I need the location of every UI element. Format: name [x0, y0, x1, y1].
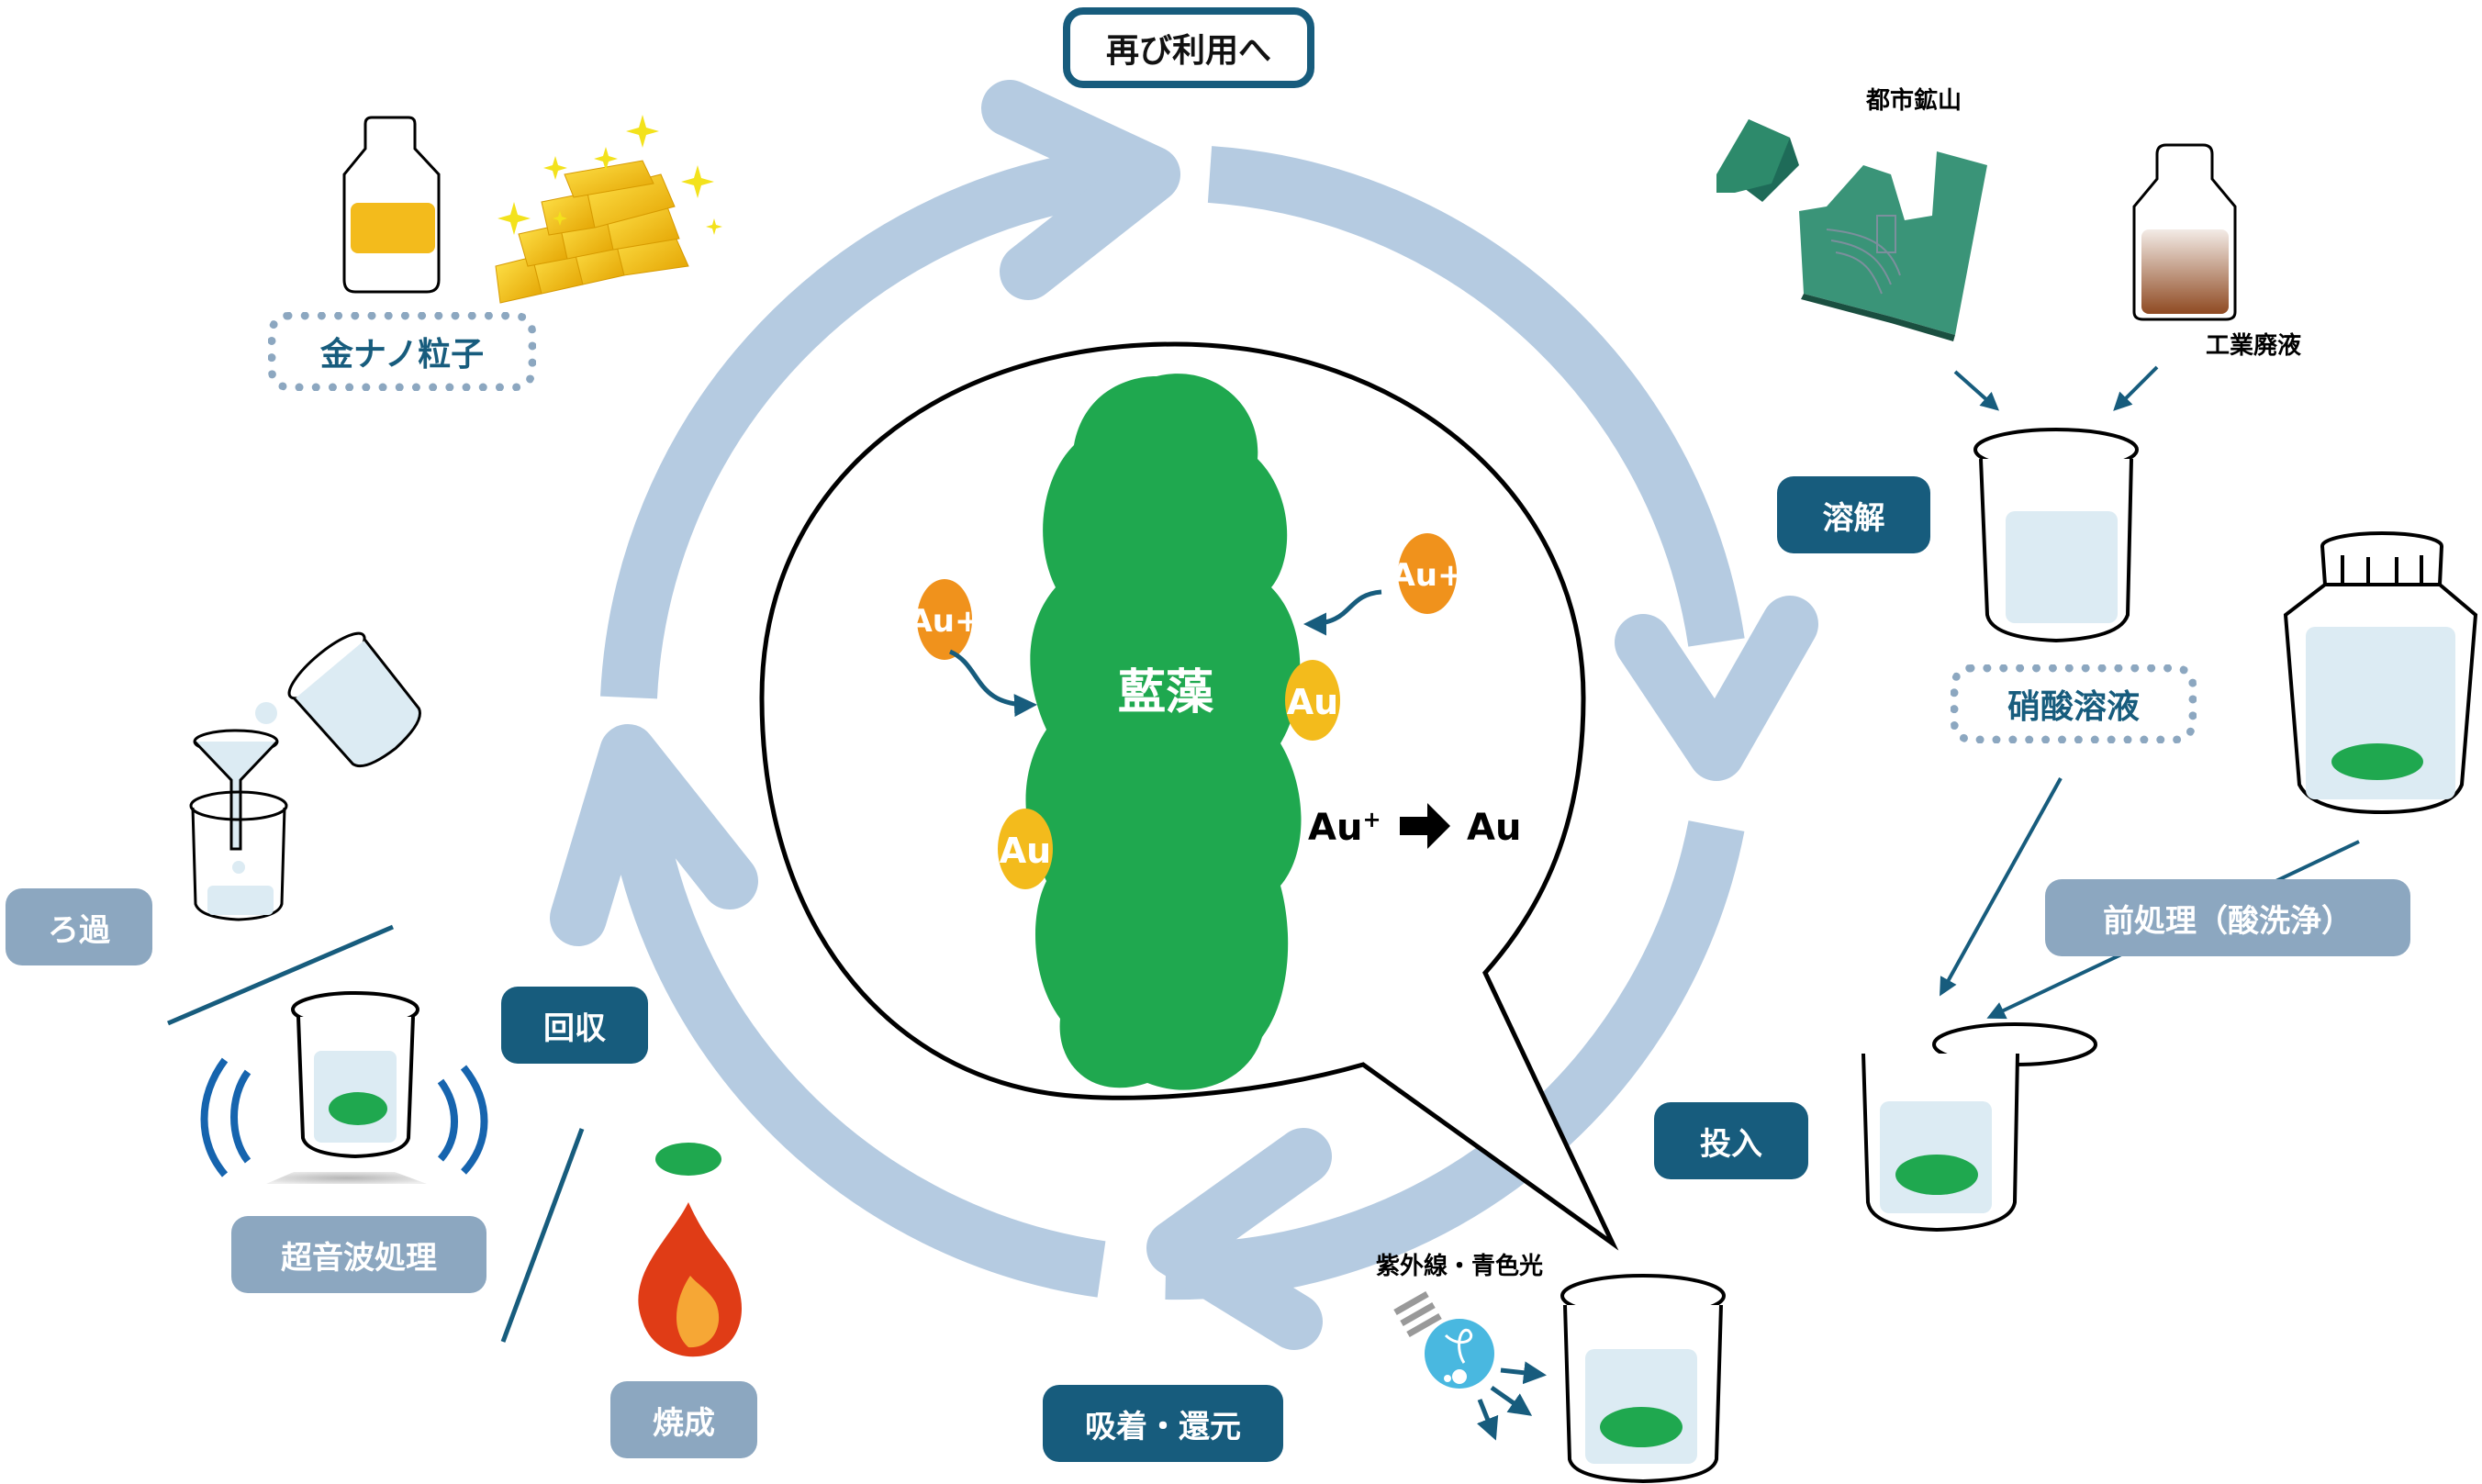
flame-icon	[638, 1202, 742, 1357]
svg-text:Au+: Au+	[1391, 557, 1463, 594]
sparkles-icon	[498, 115, 722, 235]
reaction-equation: Au+ Au	[1308, 803, 1521, 849]
algae-piece-icon	[655, 1143, 721, 1176]
ion-arrow-right	[1303, 589, 1382, 636]
svg-text:Au+: Au+	[1308, 807, 1381, 849]
waste-liquid-bottle-icon	[2132, 143, 2237, 321]
arrowhead-right	[1615, 596, 1818, 781]
input-beaker-icon	[1862, 1022, 2097, 1233]
gold-bars-icon	[495, 160, 689, 304]
step-filter: ろ過	[6, 888, 152, 965]
step-pretreatment: 前処理（酸洗浄）	[2045, 879, 2410, 956]
divider-filter-ultrasonic	[167, 924, 394, 1026]
gold-ion-left: Au+	[908, 579, 981, 660]
step-recover: 回収	[501, 987, 648, 1064]
ultrasonic-beaker-icon	[266, 991, 427, 1184]
arrow-pcb-to-beaker	[1953, 370, 1999, 411]
reaction-beaker-icon	[1560, 1274, 1726, 1484]
ion-arrow-left	[948, 649, 1037, 718]
svg-text:Au: Au	[1467, 807, 1521, 849]
arrow-solution-to-input	[1940, 777, 2063, 997]
step-calcine: 焼成	[610, 1381, 757, 1458]
svg-text:Au: Au	[1287, 682, 1338, 722]
ring-arrowheads	[550, 80, 1818, 1350]
nitric-solution-label: 硝酸溶液	[1951, 664, 2197, 743]
light-source-label: 紫外線・青色光	[1376, 1252, 1543, 1280]
nitric-acid-beaker-icon	[1973, 428, 2139, 643]
gold-particle-left: Au	[998, 809, 1053, 889]
gold-particle-right: Au	[1285, 660, 1340, 741]
arrowhead-bottom	[1146, 1128, 1332, 1350]
arrow-waste-to-beaker	[2113, 365, 2159, 411]
industrial-waste-label: 工業廃液	[2206, 331, 2301, 360]
light-rays	[1476, 1361, 1547, 1441]
gold-ion-right: Au+	[1391, 533, 1464, 614]
step-dissolve: 溶解	[1777, 476, 1930, 553]
step-adsorb-reduce: 吸着・還元	[1043, 1385, 1283, 1462]
step-input: 投入	[1654, 1102, 1808, 1179]
step-ultrasonic: 超音波処理	[231, 1216, 486, 1293]
gold-nanoparticle-bottle-icon	[342, 116, 441, 294]
algae-cluster	[1025, 374, 1302, 1090]
urban-mine-label: 都市鉱山	[1865, 86, 1962, 115]
circuit-board-icon	[1716, 119, 1987, 341]
gold-nanoparticles-label: 金ナノ粒子	[268, 312, 536, 391]
light-bulb-icon	[1393, 1290, 1494, 1389]
algae-label: 藍藻	[1118, 665, 1214, 720]
reuse-title: 再び利用へ	[1063, 7, 1314, 88]
ring-arc-top-right	[1207, 146, 1745, 647]
arrowhead-top	[981, 80, 1180, 300]
svg-text:Au+: Au+	[908, 603, 980, 640]
ring-arc-bottom-left	[605, 786, 1106, 1298]
sound-waves-icon	[200, 1057, 488, 1177]
arrowhead-left	[550, 724, 758, 946]
filtration-icon	[189, 631, 421, 921]
divider-ultrasonic-calcine	[500, 1128, 585, 1343]
ring-arc-top-left	[600, 146, 1132, 699]
acid-wash-jar-icon	[2283, 531, 2478, 815]
svg-text:Au: Au	[1000, 831, 1051, 871]
cycle-ring	[600, 146, 1745, 1300]
reaction-arrow-icon	[1400, 803, 1450, 849]
